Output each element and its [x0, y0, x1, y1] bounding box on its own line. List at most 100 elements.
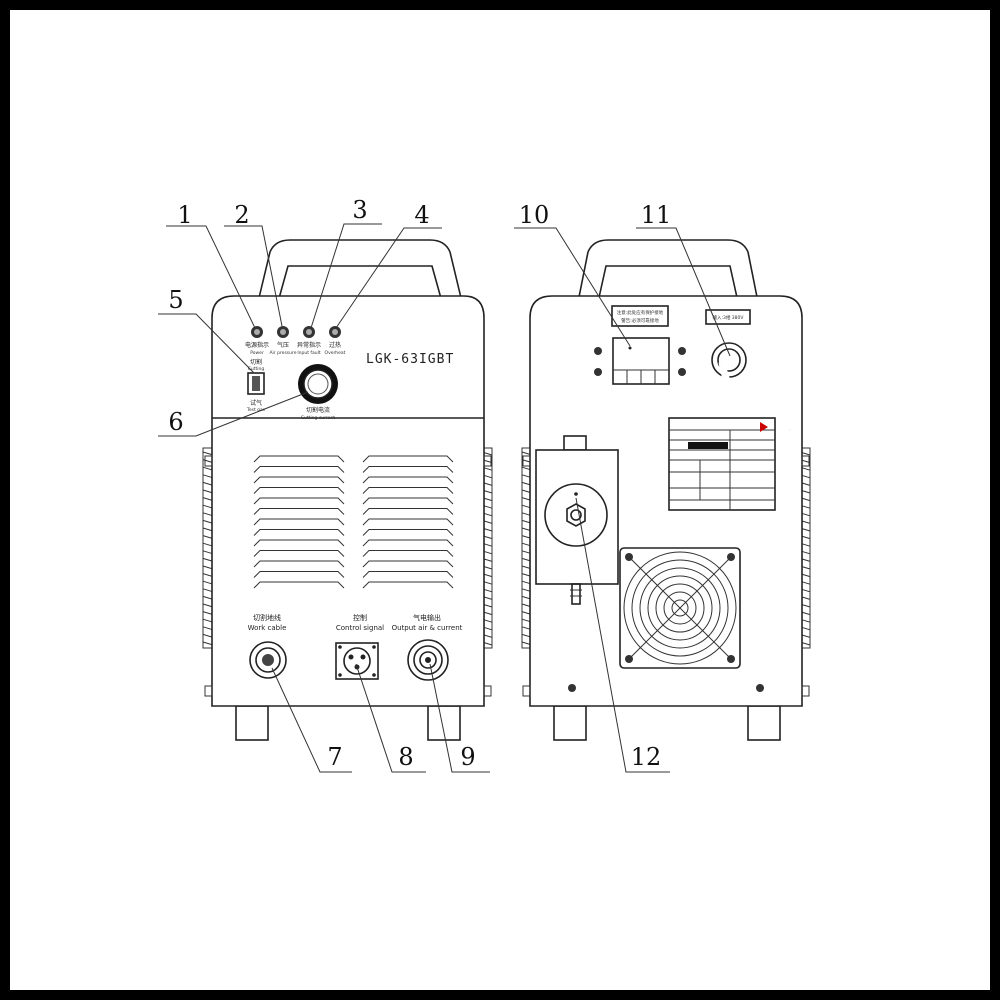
leader-4	[335, 227, 442, 329]
overheat-label-en: Overheat	[325, 350, 346, 356]
welder-diagram: 电源指示 Power 气压 Air pressure 异常指示 Input fa…	[158, 196, 811, 773]
cut-switch-label: 切割	[250, 358, 262, 366]
rear-panel-screws	[568, 684, 764, 692]
switch-rocker	[252, 376, 260, 391]
rear-side-screws	[522, 455, 810, 697]
callout-2: 2	[234, 201, 249, 229]
vent-louver	[253, 476, 345, 484]
front-foot-left	[235, 705, 269, 741]
indicator-lights	[251, 326, 341, 338]
leader-5	[158, 313, 255, 374]
vent-louver	[362, 466, 454, 473]
callout-10: 10	[519, 201, 550, 229]
cooling-fan	[619, 547, 741, 669]
vent-louver	[362, 539, 454, 547]
vent-louver	[253, 455, 345, 463]
work-cable-label: 切割地线	[253, 613, 281, 622]
leader-7	[271, 667, 352, 773]
cable-tag	[705, 309, 751, 325]
output-connector	[407, 639, 449, 681]
callout-6: 6	[168, 408, 183, 436]
rear-foot-right	[747, 705, 781, 741]
front-body	[211, 295, 485, 707]
vent-louver	[253, 560, 345, 568]
air-pressure-label-en: Air pressure	[269, 350, 296, 356]
vent-louver	[362, 476, 454, 484]
vent-louver	[253, 497, 345, 505]
callout-1: 1	[177, 201, 192, 229]
air-pressure-label: 气压	[277, 341, 289, 349]
callout-9: 9	[460, 743, 475, 771]
model-label: LGK-63IGBT	[366, 352, 454, 367]
rear-handle-inner	[597, 265, 739, 303]
warning-label	[611, 305, 669, 327]
warning-line-1: 注意:此处应有保护接地	[617, 309, 664, 316]
callout-3: 3	[352, 196, 367, 224]
nameplate	[668, 417, 776, 511]
power-indicator-label-en: Power	[250, 350, 264, 356]
callout-8: 8	[398, 743, 413, 771]
vent-louver	[362, 581, 454, 589]
leader-10	[514, 227, 631, 347]
leader-9	[429, 663, 490, 773]
cut-switch-label-en: Cutting	[248, 366, 265, 372]
warning-line-2: 警告:必须可靠接地	[621, 317, 659, 324]
vent-louver	[362, 455, 454, 463]
vent-louver	[253, 539, 345, 547]
callouts: 1 2 3 4 5 6 7 8 9 10 11 12	[158, 196, 731, 773]
power-indicator-label: 电源指示	[245, 341, 269, 349]
control-label: 控制	[353, 613, 367, 622]
power-breaker	[594, 337, 686, 385]
vent-louver	[253, 529, 345, 536]
leader-2	[224, 225, 283, 327]
callout-4: 4	[414, 201, 429, 229]
vent-louver	[253, 518, 345, 526]
test-gas-label: 试气	[250, 399, 262, 407]
vent-louver	[253, 508, 345, 515]
cable-tag-text: 输入:3相 380V	[713, 314, 745, 321]
work-cable-label-en: Work cable	[248, 624, 287, 632]
input-fault-label-en: Input fault	[297, 350, 321, 356]
callout-12: 12	[631, 743, 662, 771]
rear-handle-outer	[577, 239, 759, 303]
vent-louver	[253, 550, 345, 557]
diagram-frame: 电源指示 Power 气压 Air pressure 异常指示 Input fa…	[10, 10, 990, 990]
leader-12	[575, 497, 670, 773]
vent-louver	[362, 571, 454, 578]
current-knob-label-en: Cutting current	[301, 415, 335, 421]
vent-louver	[253, 487, 345, 494]
overheat-label: 过热	[329, 341, 341, 349]
callout-11: 11	[641, 201, 672, 229]
vent-louver	[362, 550, 454, 557]
leader-3	[310, 223, 382, 329]
front-vents	[253, 455, 454, 589]
rear-foot-left	[553, 705, 587, 741]
input-fault-label: 异常指示	[297, 341, 321, 349]
front-side-screws	[204, 455, 492, 697]
gas-inlet-assembly	[535, 435, 619, 605]
leader-6	[158, 391, 309, 437]
output-label-en: Output air & current	[392, 624, 463, 632]
vent-louver	[362, 487, 454, 494]
callout-7: 7	[327, 743, 342, 771]
cut-test-switch	[247, 372, 265, 395]
front-unit: 电源指示 Power 气压 Air pressure 异常指示 Input fa…	[202, 239, 493, 741]
front-handle-outer	[257, 239, 463, 303]
vent-louver	[362, 518, 454, 526]
control-label-en: Control signal	[336, 624, 384, 632]
work-cable-connector	[249, 641, 287, 679]
rear-unit: 注意:此处应有保护接地 警告:必须可靠接地 输入:3相 380V	[521, 239, 811, 741]
leader-11	[636, 227, 731, 357]
vent-louver	[253, 466, 345, 473]
callout-5: 5	[168, 286, 183, 314]
vent-louver	[253, 581, 345, 589]
test-gas-label-en: Test gas	[246, 407, 266, 413]
front-handle-inner	[277, 265, 443, 303]
vent-louver	[362, 508, 454, 515]
vent-louver	[362, 529, 454, 536]
vent-louver	[362, 497, 454, 505]
output-label: 气电输出	[413, 613, 441, 622]
leader-8	[355, 663, 426, 773]
vent-louver	[362, 560, 454, 568]
leader-1	[166, 225, 256, 329]
